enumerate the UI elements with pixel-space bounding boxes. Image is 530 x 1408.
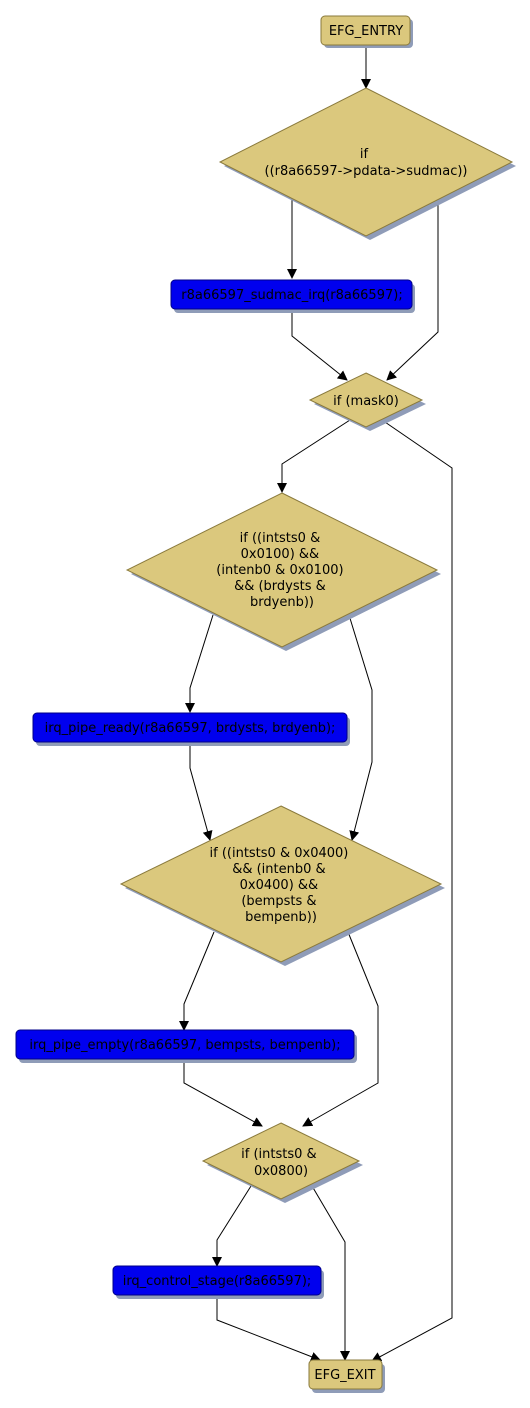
- call-irq-pipe-ready: irq_pipe_ready(r8a66597, brdysts, brdyen…: [32, 712, 350, 746]
- edge-call-ctrl-to-exit: [216, 1295, 321, 1362]
- call-sudmac-irq: r8a66597_sudmac_irq(r8a66597);: [170, 279, 415, 313]
- edge-call-ready-to-cond-bemp: [189, 742, 213, 841]
- edge-cond-mask0-to-cond-brdy: [277, 419, 351, 493]
- call-irq-pipe-ready-label: irq_pipe_ready(r8a66597, brdysts, brdyen…: [45, 721, 336, 736]
- decision-ctrl: if (intsts0 & 0x0800): [201, 1122, 363, 1203]
- decision-mask0-label: if (mask0): [333, 394, 399, 409]
- edge-call-sudmac-to-cond-mask0: [291, 311, 348, 381]
- edge-cond-ctrl-to-exit: [311, 1185, 350, 1361]
- edge-cond-bemp-to-cond-ctrl: [302, 931, 379, 1127]
- decision-bemp-label: if ((intsts0 & 0x0400) && (intenb0 & 0x0…: [210, 846, 353, 925]
- call-irq-pipe-empty: irq_pipe_empty(r8a66597, bempsts, bempen…: [15, 1029, 357, 1063]
- decision-sudmac-label: if ((r8a66597->pdata->sudmac)): [265, 147, 468, 179]
- call-irq-control-stage-label: irq_control_stage(r8a66597);: [123, 1274, 312, 1289]
- edge-cond-ctrl-to-call-ctrl: [212, 1185, 252, 1267]
- call-irq-pipe-empty-label: irq_pipe_empty(r8a66597, bempsts, bempen…: [29, 1038, 340, 1053]
- edge-call-empty-to-cond-ctrl: [183, 1060, 263, 1127]
- call-irq-control-stage: irq_control_stage(r8a66597);: [112, 1265, 324, 1299]
- entry-node-label: EFG_ENTRY: [329, 24, 403, 39]
- edge-cond-mask0-to-exit: [371, 419, 453, 1362]
- edges: [179, 46, 453, 1362]
- decision-bemp: if ((intsts0 & 0x0400) && (intenb0 & 0x0…: [119, 805, 445, 966]
- edge-cond-sudmac-to-cond-mask0: [386, 198, 439, 381]
- decision-mask0: if (mask0): [308, 372, 426, 431]
- edge-cond-brdy-to-cond-bemp: [348, 614, 373, 841]
- decision-brdy: if ((intsts0 & 0x0100) && (intenb0 & 0x0…: [125, 492, 441, 651]
- edge-cond-brdy-to-call-ready: [185, 614, 214, 713]
- edge-cond-bemp-to-call-empty: [179, 931, 215, 1031]
- decision-ctrl-label: if (intsts0 & 0x0800): [241, 1147, 321, 1179]
- decision-brdy-label: if ((intsts0 & 0x0100) && (intenb0 & 0x0…: [216, 531, 347, 610]
- exit-node: EFG_EXIT: [308, 1359, 385, 1393]
- decision-sudmac: if ((r8a66597->pdata->sudmac)): [218, 87, 516, 240]
- exit-node-label: EFG_EXIT: [314, 1368, 375, 1383]
- entry-node: EFG_ENTRY: [320, 15, 413, 48]
- call-sudmac-irq-label: r8a66597_sudmac_irq(r8a66597);: [181, 288, 402, 303]
